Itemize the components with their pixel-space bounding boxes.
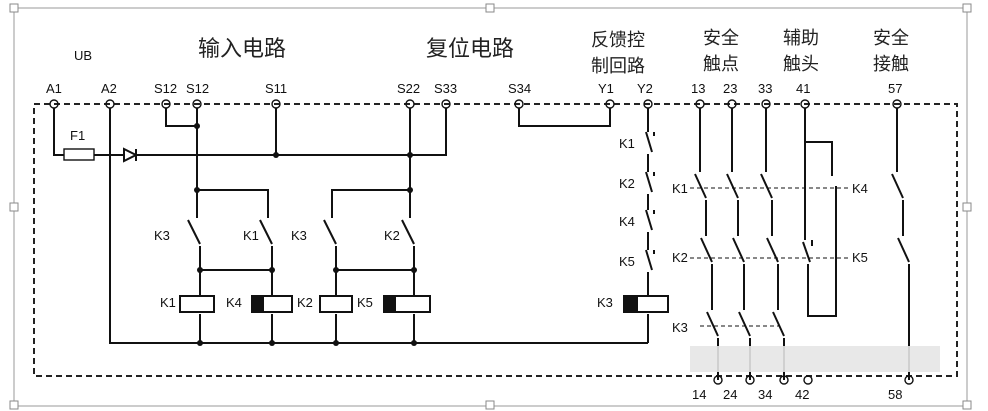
aux-contacts-title-line1: 辅助 (783, 28, 819, 49)
coil-k1 (179, 295, 215, 313)
terminal-23-label: 23 (723, 81, 737, 96)
terminal-s22-label: S22 (397, 81, 420, 96)
feedback-title-line2: 制回路 (591, 56, 645, 77)
safety-contacts (690, 108, 848, 380)
feedback-k2-label: K2 (619, 176, 635, 191)
contact-k1-input-label: K1 (243, 228, 259, 243)
watermark-blur (690, 346, 940, 372)
safety-contacts-title-line2: 触点 (703, 54, 739, 75)
fuse-f1 (63, 148, 95, 161)
coil-k4-marker (252, 296, 264, 312)
feedback-title-line1: 反馈控 (591, 30, 645, 51)
input-circuit-title: 输入电路 (198, 37, 286, 62)
s12-jumper (165, 108, 197, 127)
coil-k1-label: K1 (160, 295, 176, 310)
coil-k5-label: K5 (357, 295, 373, 310)
resize-handle-top-right[interactable] (962, 3, 972, 13)
terminal-34 (779, 375, 789, 385)
right-safety-column (891, 108, 910, 380)
diode (123, 147, 139, 163)
terminal-24-label: 24 (723, 387, 737, 402)
feedback-k5-label: K5 (619, 254, 635, 269)
input-circuit (179, 108, 293, 346)
feedback-k4-label: K4 (619, 214, 635, 229)
resize-handle-top-left[interactable] (9, 3, 19, 13)
terminal-24 (745, 375, 755, 385)
resize-handle-bottom-left[interactable] (9, 400, 19, 410)
terminal-a1-label: A1 (46, 81, 62, 96)
aux-contacts-title-line2: 触头 (783, 54, 819, 75)
contact-k4-right-label: K4 (852, 181, 868, 196)
terminal-s34-label: S34 (508, 81, 531, 96)
terminal-57-label: 57 (888, 81, 902, 96)
terminal-14 (713, 375, 723, 385)
terminal-13-label: 13 (691, 81, 705, 96)
resize-handle-right[interactable] (962, 202, 972, 212)
terminal-s11-label: S11 (265, 81, 287, 96)
reset-circuit (319, 108, 431, 346)
row-k1-label: K1 (672, 181, 688, 196)
coil-k3-label: K3 (597, 295, 613, 310)
enclosure-frame (33, 103, 958, 377)
fuse-label: F1 (70, 128, 85, 143)
contact-k5-right-label: K5 (852, 250, 868, 265)
terminal-y2-label: Y2 (637, 81, 653, 96)
return-line (109, 108, 648, 344)
aux-contacts (802, 108, 837, 317)
resize-handle-top[interactable] (485, 3, 495, 13)
safety-contact-title-line2: 接触 (873, 54, 909, 75)
terminal-14-label: 14 (692, 387, 706, 402)
row-k3-label: K3 (672, 320, 688, 335)
resize-handle-left[interactable] (9, 202, 19, 212)
feedback-k1-label: K1 (619, 136, 635, 151)
safety-contacts-title-line1: 安全 (703, 28, 739, 49)
ub-label: UB (74, 48, 92, 63)
feedback-loop (623, 108, 669, 343)
terminal-s33-label: S33 (434, 81, 457, 96)
coil-k2-label: K2 (297, 295, 313, 310)
terminal-s12a-label: S12 (154, 81, 177, 96)
coil-k4-label: K4 (226, 295, 242, 310)
terminal-58-label: 58 (888, 387, 902, 402)
terminal-41-label: 41 (796, 81, 810, 96)
selection-frame[interactable] (9, 3, 972, 410)
terminal-58 (904, 375, 914, 385)
resize-handle-bottom-right[interactable] (962, 400, 972, 410)
terminal-a2-label: A2 (101, 81, 117, 96)
contact-k3-input-label: K3 (154, 228, 170, 243)
bottom-terminals (713, 375, 914, 385)
terminal-34-label: 34 (758, 387, 772, 402)
coil-k5-marker (384, 296, 396, 312)
reset-circuit-title: 复位电路 (426, 37, 514, 62)
terminal-33-label: 33 (758, 81, 772, 96)
terminal-42-label: 42 (795, 387, 809, 402)
coil-k3-marker (624, 296, 638, 312)
terminal-y1-label: Y1 (598, 81, 614, 96)
safety-contact-title-line1: 安全 (873, 28, 909, 49)
row-k2-label: K2 (672, 250, 688, 265)
resize-handle-bottom[interactable] (485, 400, 495, 410)
s34-y1-jumper (518, 108, 611, 127)
terminal-42 (803, 375, 813, 385)
coil-k2 (319, 295, 353, 313)
contact-k3-reset-label: K3 (291, 228, 307, 243)
terminal-s12b-label: S12 (186, 81, 209, 96)
supply-line (53, 108, 447, 163)
contact-k2-reset-label: K2 (384, 228, 400, 243)
